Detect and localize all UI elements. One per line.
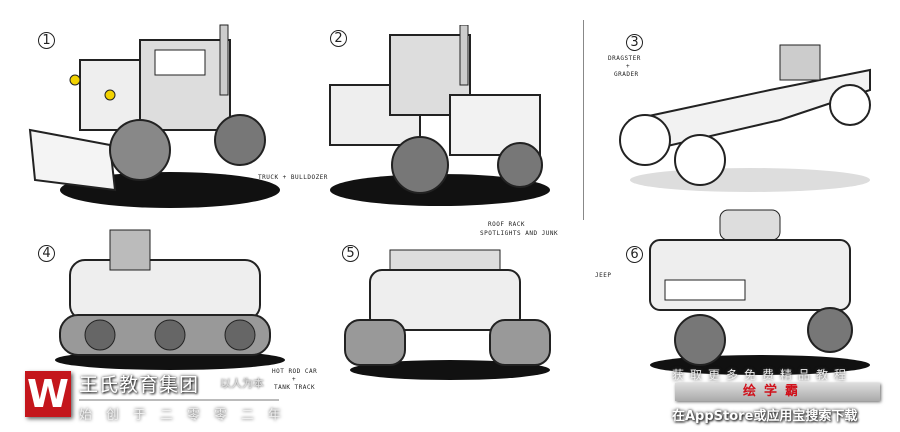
- vehicle-sketch-dragster-grader: [619, 44, 871, 192]
- sketch-note: Roof rack: [488, 221, 526, 228]
- sketch-note: Hot rod car: [272, 368, 318, 375]
- watermark-bar: [675, 383, 880, 401]
- watermark-brand: 绘学霸: [742, 384, 806, 399]
- sketch-note: Spotlights and junk: [480, 230, 559, 237]
- vehicle-sketch-truck-plow: [28, 24, 280, 208]
- watermark-title: 王氏教育集团: [79, 374, 200, 396]
- sketch-note: Jeep: [595, 272, 612, 279]
- vehicle-sketch-jeep: [649, 209, 870, 375]
- sketch-note-plus: +: [292, 376, 297, 383]
- panel-number: 1: [38, 32, 55, 49]
- sketch-note: Tank track: [274, 384, 316, 391]
- watermark-slogan: 以人为本: [220, 377, 264, 390]
- divider: [583, 20, 584, 220]
- watermark-line1: 获取更多免费精品教程: [672, 368, 853, 382]
- panel-number: 4: [38, 245, 55, 262]
- panel-number: 5: [342, 245, 359, 262]
- watermark-line3: 在AppStore或应用宝搜索下载: [672, 409, 858, 424]
- brand-logo-icon: W: [25, 371, 71, 417]
- vehicle-sketch-truck-bulldozer: [329, 25, 550, 206]
- watermark-rule: [79, 399, 279, 401]
- sketch-note: Truck + Bulldozer: [258, 174, 328, 181]
- sketch-note-plus: +: [626, 63, 631, 70]
- panel-number: 6: [626, 246, 643, 263]
- vehicle-sketch-roofrack: [344, 249, 551, 380]
- watermark-since: 始创于二零零二年: [79, 408, 296, 423]
- watermark-huixueba: 获取更多免费精品教程 绘学霸 在AppStore或应用宝搜索下载: [672, 366, 887, 426]
- watermark-wang-education: W 王氏教育集团 以人为本 始创于二零零二年: [25, 368, 285, 424]
- sketch-note: Grader: [614, 71, 639, 78]
- logo-letter: W: [27, 372, 69, 416]
- panel-number: 2: [330, 30, 347, 47]
- sketch-note: Dragster: [608, 55, 641, 62]
- panel-number: 3: [626, 34, 643, 51]
- vehicle-sketch-hotrod-tank: [55, 229, 285, 370]
